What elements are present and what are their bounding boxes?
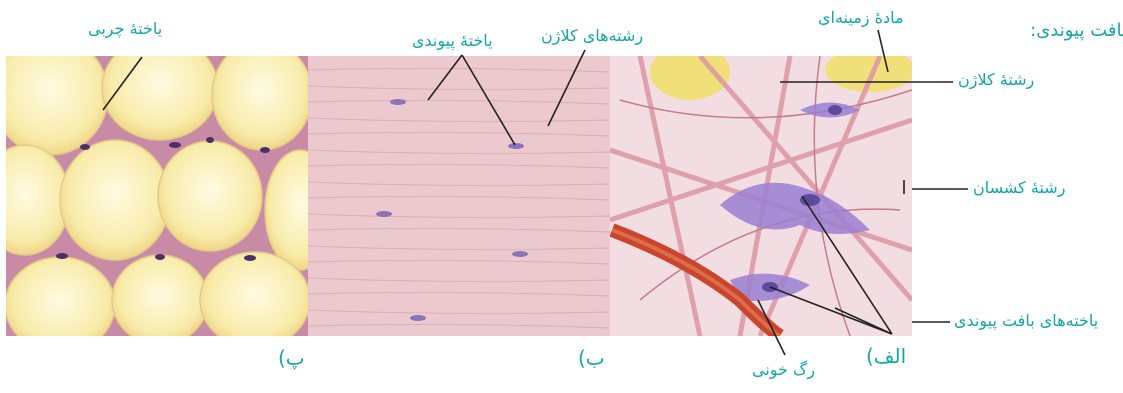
label-fat-cell: یاختهٔ چربی <box>88 21 162 37</box>
label-collagen-fibers: رشته‌های کلاژن <box>541 28 643 44</box>
panel-label-alef: الف) <box>866 346 906 366</box>
panel-label-be: ب) <box>578 348 605 368</box>
adipose-tissue-image <box>0 35 335 353</box>
label-connective-tissue-cells: یاخته‌های بافت پیوندی <box>954 313 1098 329</box>
panel-label-pe: پ) <box>278 348 305 368</box>
label-collagen-fiber: رشتهٔ کلاژن <box>958 72 1034 88</box>
label-elastic-fiber: رشتهٔ کشسان <box>973 180 1065 196</box>
dense-tissue-image <box>308 56 610 336</box>
loose-tissue-image <box>610 44 915 336</box>
label-connective-cell: یاختهٔ پیوندی <box>412 33 493 49</box>
label-blood-vessel: رگ خونی <box>752 362 815 378</box>
label-ground-substance: مادهٔ زمینه‌ای <box>818 10 904 26</box>
